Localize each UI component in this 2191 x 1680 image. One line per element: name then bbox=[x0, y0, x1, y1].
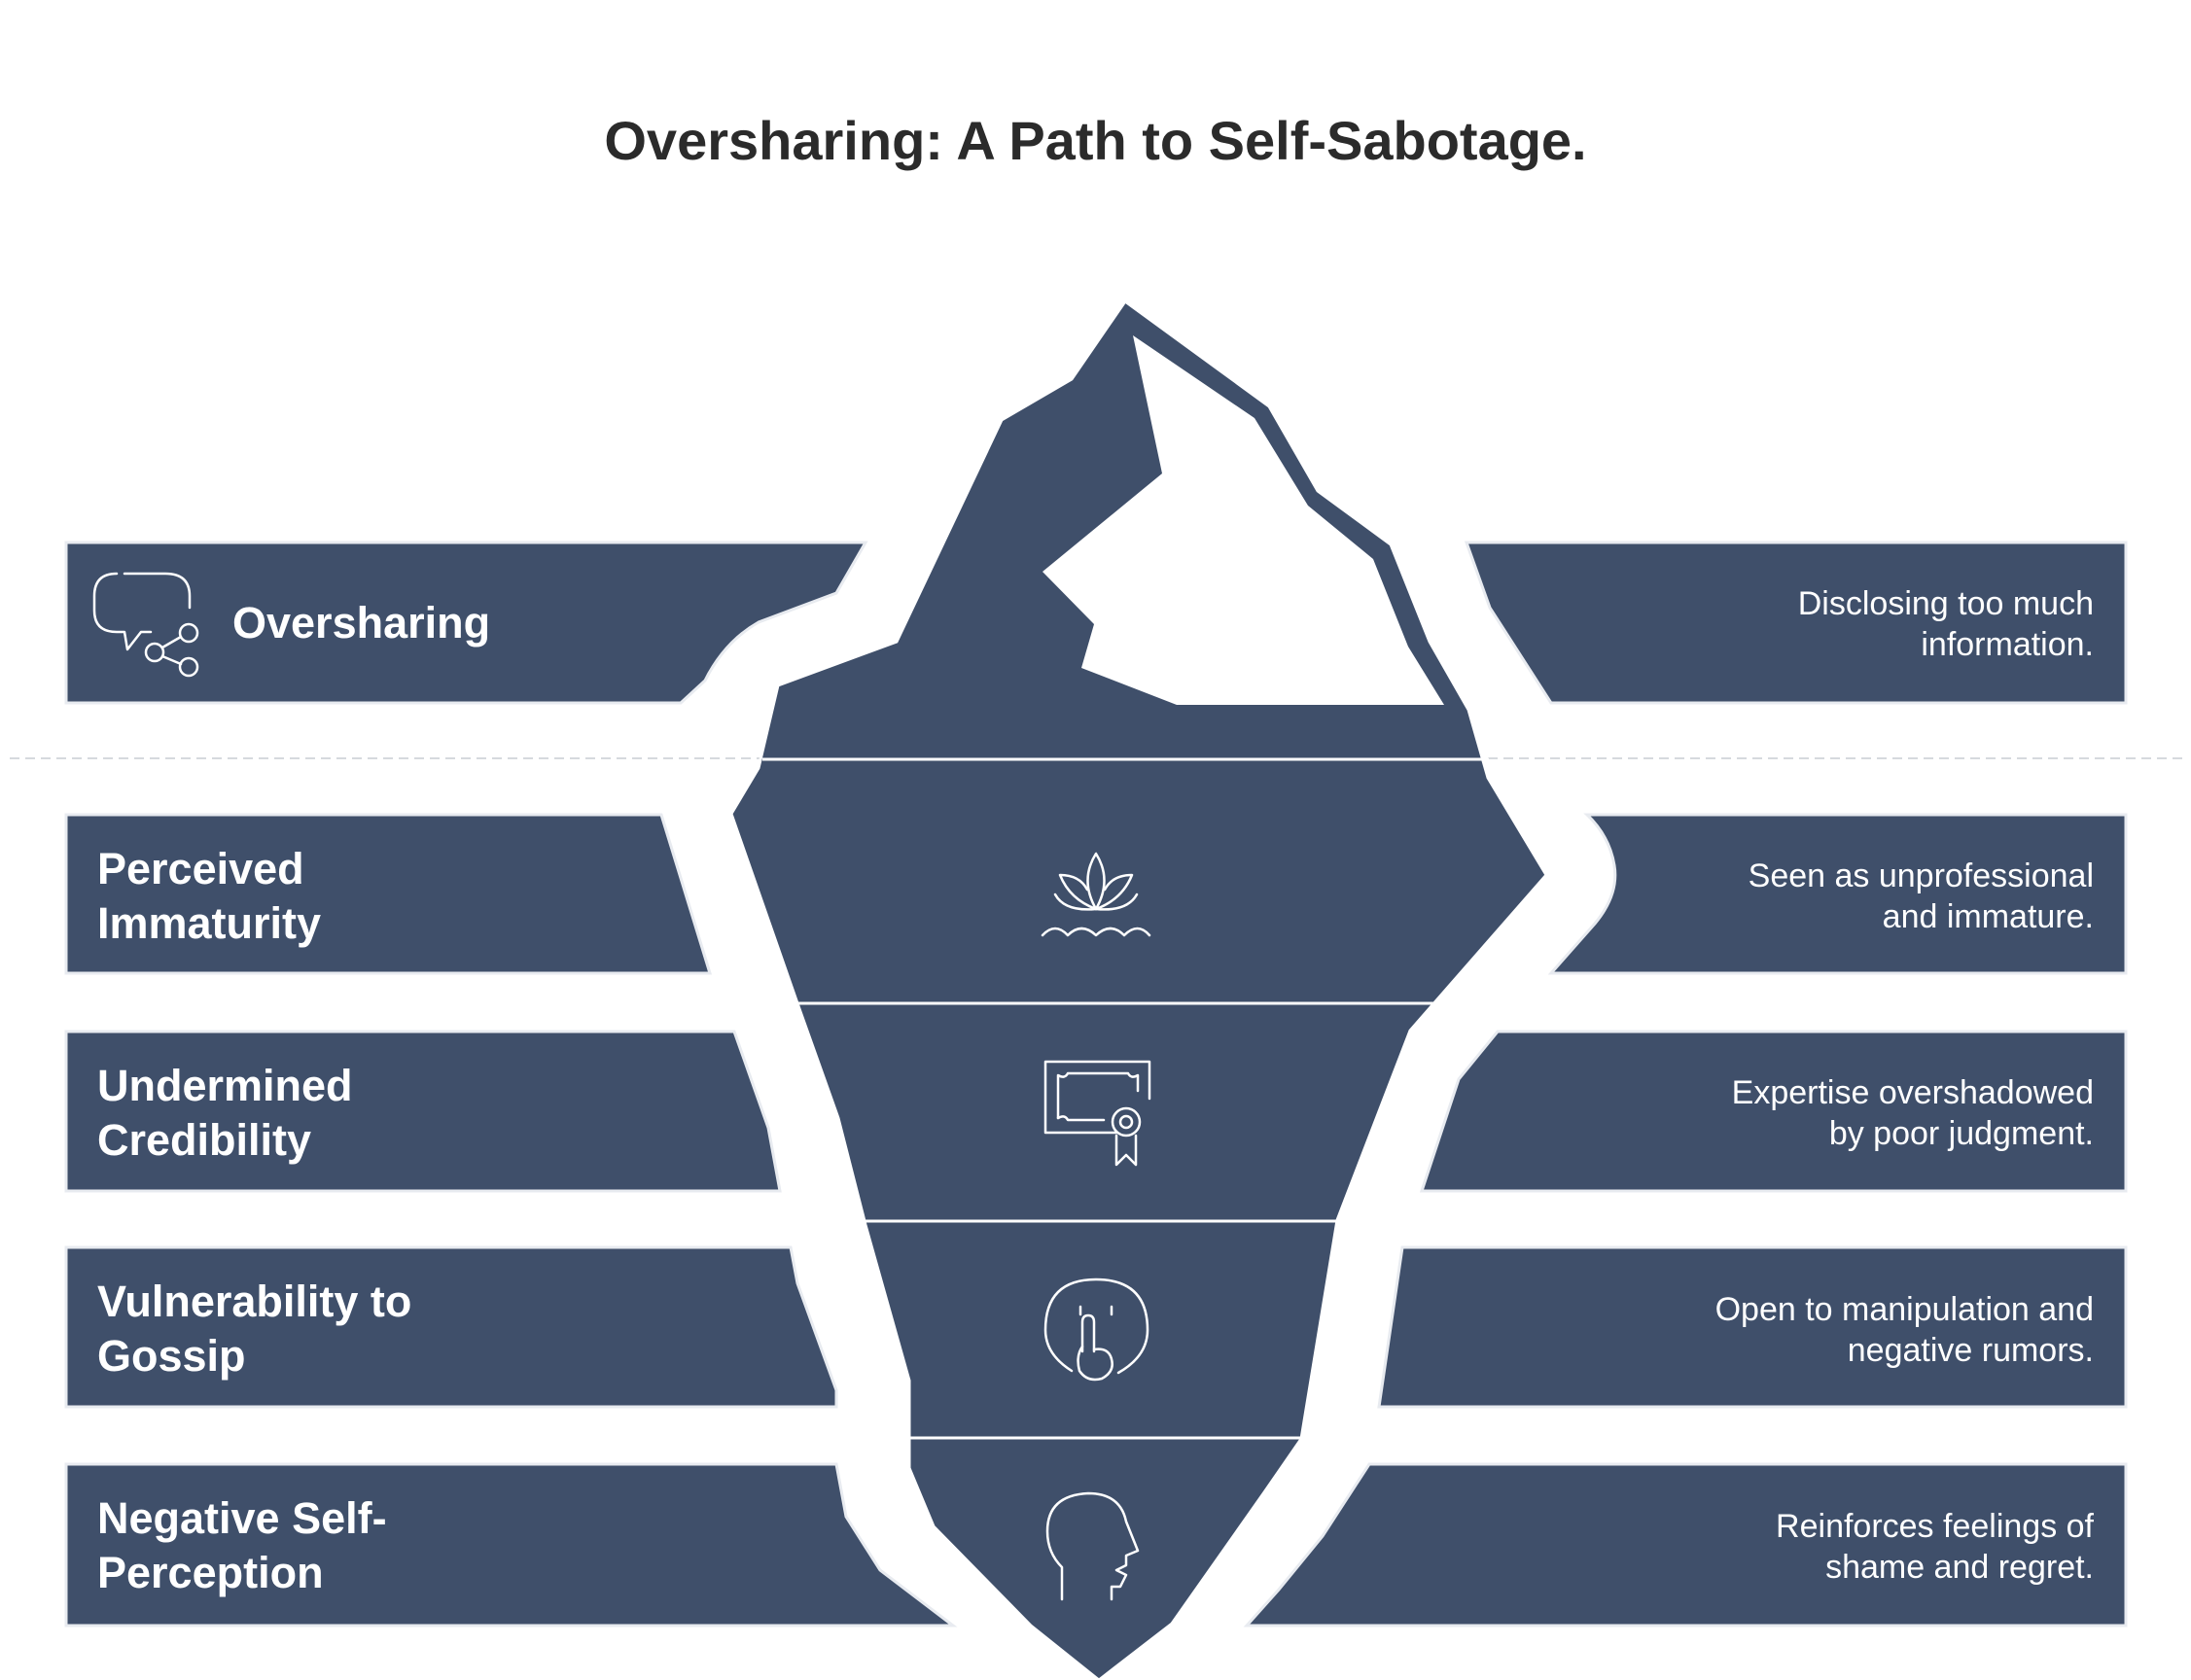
row-label-negative-self-perception: Negative Self-Perception bbox=[97, 1493, 387, 1597]
diagram-title: Oversharing: A Path to Self-Sabotage. bbox=[604, 110, 1587, 171]
row-description-oversharing: Disclosing too much information. bbox=[1797, 585, 2094, 663]
row-description-vulnerability-to-gossip: Open to manipulation and negative rumors… bbox=[1714, 1291, 2094, 1369]
row-label-undermined-credibility: Undermined Credibility bbox=[97, 1061, 353, 1165]
band-left-4 bbox=[64, 1245, 838, 1409]
band-right-2 bbox=[1547, 813, 2128, 975]
band-right-5 bbox=[1243, 1462, 2128, 1628]
row-description-perceived-immaturity: Seen as unprofessional and immature. bbox=[1748, 858, 2094, 935]
band-right-4 bbox=[1377, 1245, 2128, 1409]
row-description-undermined-credibility: Expertise overshadowed by poor judgment. bbox=[1731, 1074, 2094, 1152]
band-right-1 bbox=[1464, 541, 2128, 705]
band-left-3 bbox=[64, 1030, 782, 1193]
speech-bubble-share-icon bbox=[92, 572, 199, 678]
head-profile-icon bbox=[1045, 1491, 1140, 1601]
row-label-oversharing: Oversharing bbox=[232, 598, 491, 648]
band-left-1 bbox=[64, 541, 868, 705]
iceberg-snow-cap bbox=[1042, 335, 1444, 705]
row-label-vulnerability-to-gossip: Vulnerability to Gossip bbox=[97, 1277, 412, 1381]
band-right-3 bbox=[1419, 1030, 2128, 1193]
band-left-5 bbox=[64, 1462, 958, 1628]
row-description-negative-self-perception: Reinforces feelings of shame and regret. bbox=[1776, 1508, 2094, 1586]
certificate-icon bbox=[1043, 1060, 1151, 1167]
band-left-2 bbox=[64, 813, 713, 975]
lotus-icon bbox=[1041, 852, 1151, 937]
row-label-perceived-immaturity: Perceived Immaturity bbox=[97, 844, 322, 948]
shush-face-icon bbox=[1043, 1278, 1149, 1382]
